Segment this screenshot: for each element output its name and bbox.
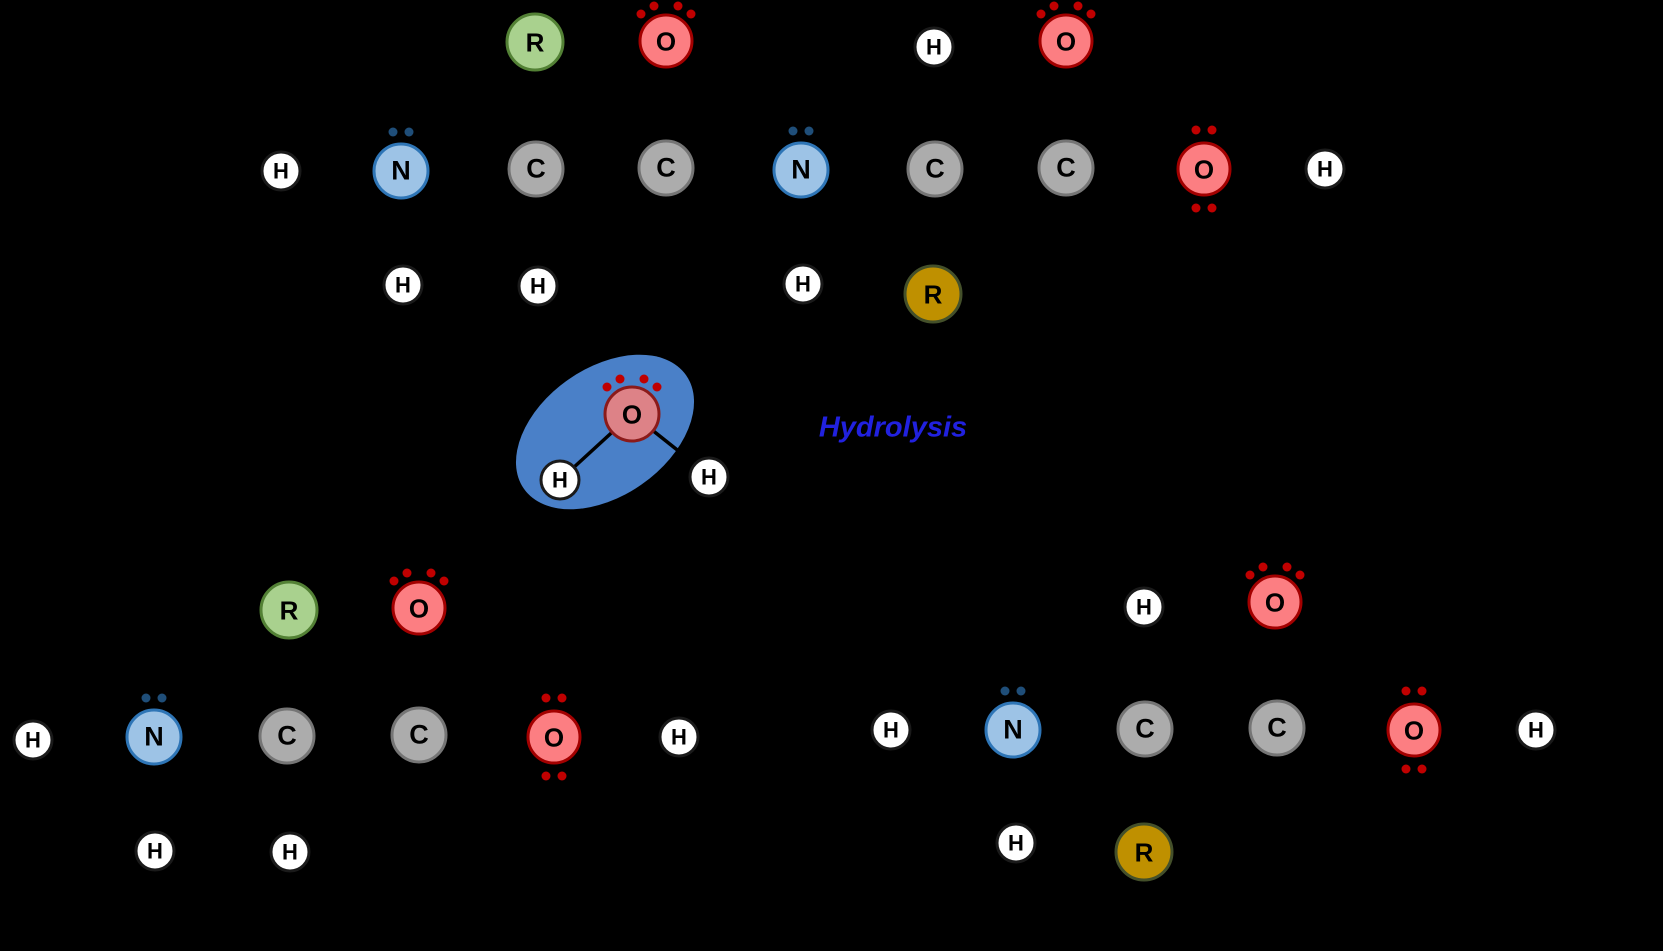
lone-pair-dot-red [1258, 562, 1268, 572]
lone-pair-dot-red [686, 9, 696, 19]
lone-pair-dot-red [1417, 764, 1427, 774]
lone-pair-dot-red [1401, 764, 1411, 774]
atom-C-carbon: C [1248, 699, 1306, 757]
atom-H-hydrogen: H [1515, 709, 1557, 751]
lone-pair-dot-red [557, 693, 567, 703]
lone-pair-dot-red [1417, 686, 1427, 696]
lone-pair-dot-red [652, 382, 662, 392]
atom-N-nitrogen: N [372, 142, 430, 200]
atom-H-hydrogen: H [995, 822, 1037, 864]
atom-H-hydrogen: H [269, 831, 311, 873]
atom-H-hydrogen: H [782, 263, 824, 305]
atom-H-hydrogen: H [517, 265, 559, 307]
atom-H-hydrogen: H [539, 459, 581, 501]
atom-O-oxygen: O [1038, 13, 1094, 69]
atom-H-hydrogen: H [260, 150, 302, 192]
lone-pair-dot-red [557, 771, 567, 781]
atom-H-hydrogen: H [913, 26, 955, 68]
atom-C-carbon: C [1116, 700, 1174, 758]
lone-pair-dot-red [1086, 9, 1096, 19]
atom-O-oxygen: O [1247, 574, 1303, 630]
lone-pair-dot-blue [788, 126, 798, 136]
atom-C-carbon: C [637, 139, 695, 197]
lone-pair-dot-red [402, 568, 412, 578]
atom-H-hydrogen: H [870, 709, 912, 751]
atom-N-nitrogen: N [125, 708, 183, 766]
lone-pair-dot-red [1049, 1, 1059, 11]
lone-pair-dot-red [1401, 686, 1411, 696]
lone-pair-dot-blue [141, 693, 151, 703]
atom-N-nitrogen: N [772, 141, 830, 199]
atom-O-oxygen_water: O [603, 385, 661, 443]
lone-pair-dot-red [615, 374, 625, 384]
lone-pair-dot-blue [388, 127, 398, 137]
lone-pair-dot-red [1073, 1, 1083, 11]
atom-H-hydrogen: H [382, 264, 424, 306]
hydrolysis-label: Hydrolysis [818, 411, 968, 444]
lone-pair-dot-red [1191, 203, 1201, 213]
lone-pair-dot-blue [1000, 686, 1010, 696]
lone-pair-dot-blue [404, 127, 414, 137]
atom-C-carbon: C [507, 140, 565, 198]
lone-pair-dot-red [439, 576, 449, 586]
lone-pair-dot-red [636, 9, 646, 19]
atom-O-oxygen: O [526, 709, 582, 765]
lone-pair-dot-red [426, 568, 436, 578]
atom-H-hydrogen: H [658, 716, 700, 758]
lone-pair-dot-red [541, 693, 551, 703]
lone-pair-dot-red [1295, 570, 1305, 580]
lone-pair-dot-red [1282, 562, 1292, 572]
lone-pair-dot-red [649, 1, 659, 11]
atom-C-carbon: C [258, 707, 316, 765]
lone-pair-dot-red [602, 382, 612, 392]
lone-pair-dot-red [1207, 125, 1217, 135]
atom-H-hydrogen: H [1123, 586, 1165, 628]
atom-R-r_olive: R [1114, 822, 1174, 882]
atom-H-hydrogen: H [688, 456, 730, 498]
lone-pair-dot-blue [1016, 686, 1026, 696]
lone-pair-dot-blue [157, 693, 167, 703]
atom-O-oxygen: O [391, 580, 447, 636]
lone-pair-dot-red [673, 1, 683, 11]
lone-pair-dot-red [1036, 9, 1046, 19]
atom-O-oxygen: O [1386, 702, 1442, 758]
lone-pair-dot-red [389, 576, 399, 586]
atom-H-hydrogen: H [1304, 148, 1346, 190]
atom-H-hydrogen: H [12, 719, 54, 761]
lone-pair-dot-red [1207, 203, 1217, 213]
lone-pair-dot-red [541, 771, 551, 781]
lone-pair-dot-red [639, 374, 649, 384]
lone-pair-dot-red [1191, 125, 1201, 135]
atom-R-r_green: R [259, 580, 319, 640]
atom-C-carbon: C [390, 706, 448, 764]
atom-O-oxygen: O [638, 13, 694, 69]
atom-R-r_green: R [505, 12, 565, 72]
lone-pair-dot-blue [804, 126, 814, 136]
atom-R-r_olive: R [903, 264, 963, 324]
atom-C-carbon: C [906, 140, 964, 198]
atom-C-carbon: C [1037, 139, 1095, 197]
lone-pair-dot-red [1245, 570, 1255, 580]
atom-N-nitrogen: N [984, 701, 1042, 759]
atom-O-oxygen: O [1176, 141, 1232, 197]
atom-H-hydrogen: H [134, 830, 176, 872]
